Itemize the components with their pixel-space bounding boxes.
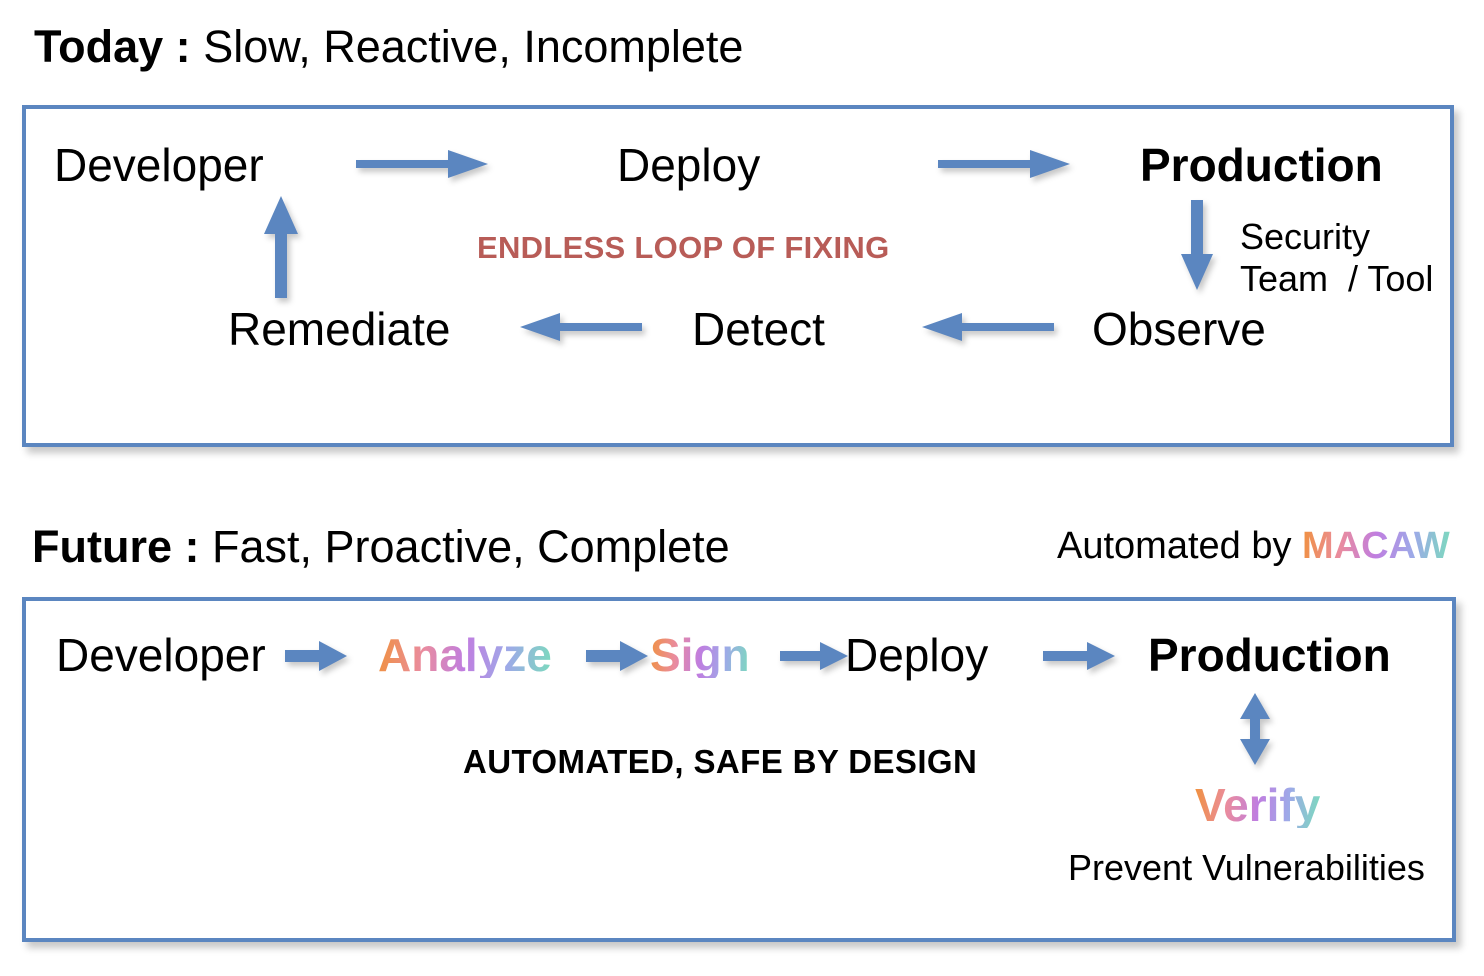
arrow-bidirectional-production-verify	[1238, 693, 1272, 765]
today-heading-rest: Slow, Reactive, Incomplete	[203, 21, 744, 72]
arrow-right-developer-to-analyze	[285, 640, 347, 672]
arrow-right-sign-to-deploy	[780, 640, 848, 672]
arrow-right-analyze-to-sign	[586, 640, 648, 672]
future-heading: Future : Fast, Proactive, Complete	[32, 524, 730, 569]
future-node-analyze: Analyze	[378, 629, 552, 681]
today-heading-lead: Today :	[34, 21, 191, 72]
future-node-developer: Developer	[56, 629, 266, 681]
future-heading-rest: Fast, Proactive, Complete	[212, 521, 730, 572]
arrow-up-remediate-to-developer	[263, 196, 299, 298]
today-node-detect: Detect	[692, 303, 825, 355]
arrow-left-detect-to-remediate	[520, 310, 642, 344]
future-panel	[22, 597, 1456, 942]
future-node-sign: Sign	[650, 629, 750, 681]
today-node-remediate: Remediate	[228, 303, 451, 355]
today-heading: Today : Slow, Reactive, Incomplete	[34, 24, 743, 69]
automated-by-label: Automated by MACAW	[1057, 527, 1450, 565]
endless-loop-label: ENDLESS LOOP OF FIXING	[477, 230, 890, 265]
arrow-right-deploy-to-production	[938, 147, 1070, 181]
today-node-observe: Observe	[1092, 303, 1266, 355]
today-node-production: Production	[1140, 139, 1383, 191]
future-node-verify: Verify	[1195, 779, 1321, 831]
arrow-right-deploy-to-production	[1043, 640, 1115, 672]
arrow-left-observe-to-detect	[922, 310, 1054, 344]
future-node-production: Production	[1148, 629, 1391, 681]
today-panel	[22, 105, 1454, 447]
future-heading-lead: Future :	[32, 521, 200, 572]
arrow-right-developer-to-deploy	[356, 147, 488, 181]
arrow-down-production-to-observe	[1180, 200, 1214, 290]
today-node-deploy: Deploy	[617, 139, 761, 191]
security-team-tool-caption: Security Team / Tool	[1240, 216, 1434, 300]
automated-by-prefix: Automated by	[1057, 525, 1303, 567]
prevent-vulnerabilities-label: Prevent Vulnerabilities	[1068, 847, 1425, 888]
future-node-deploy: Deploy	[845, 629, 989, 681]
macaw-brand-word: MACAW	[1302, 525, 1450, 567]
automated-safe-by-design-label: AUTOMATED, SAFE BY DESIGN	[463, 743, 978, 780]
today-node-developer: Developer	[54, 139, 264, 191]
